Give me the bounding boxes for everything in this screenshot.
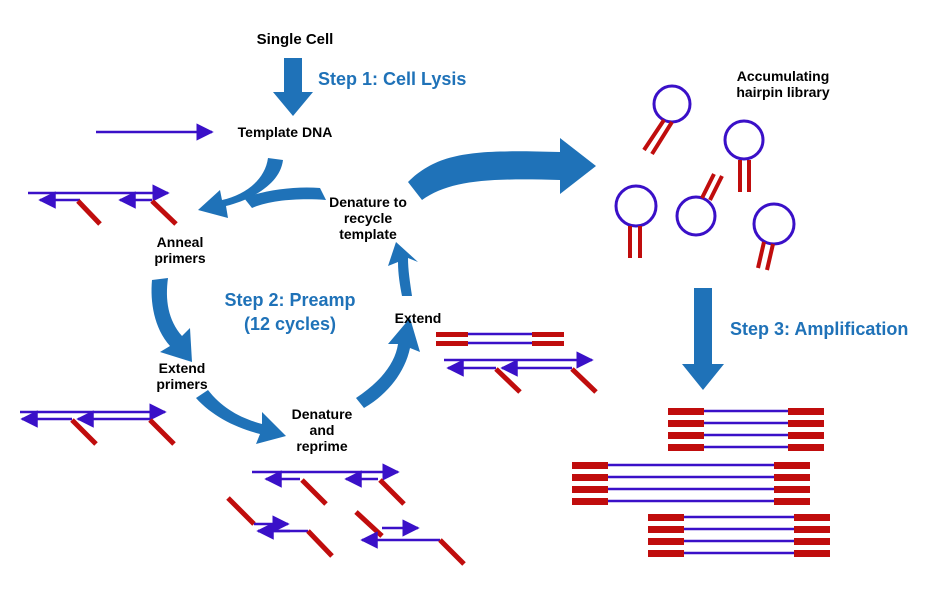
step1-title: Step 1: Cell Lysis [318,69,467,89]
cycle-arrows [151,158,420,444]
accumulating-line-2: hairpin library [736,84,830,100]
step2-title: Step 2: Preamp (12 cycles) [200,288,380,336]
hairpin-2 [723,119,765,192]
step3-title: Step 3: Amplification [730,319,909,339]
hairpin-4 [675,173,724,237]
recycle-to-library-arrow [408,138,596,200]
step2-line-1: Step 2: Preamp [224,290,356,310]
hairpin-1 [642,84,692,156]
denature-reprime-line-3: reprime [296,438,348,454]
label-extend: Extend [394,310,442,326]
reprimed-strands [226,463,466,566]
accumulating-line-1: Accumulating [736,68,830,84]
step3-down-arrow [682,288,724,390]
label-accumulating-hairpin-library: Accumulating hairpin library [718,68,848,100]
amplicons-middle [572,462,810,505]
extended-strands [436,332,598,394]
label-template-dna: Template DNA [237,124,333,140]
denature-reprime-line-1: Denature [291,406,353,422]
extend-primers-line-2: primers [156,376,208,392]
anneal-line-1: Anneal [156,234,204,250]
denature-recycle-line-2: recycle [343,210,393,226]
label-single-cell: Single Cell [256,31,334,48]
hairpin-library [614,84,796,271]
denature-recycle-line-1: Denature to [329,194,407,210]
anneal-line-2: primers [154,250,206,266]
step1-down-arrow [273,58,313,116]
extended-primers-strand [20,403,176,446]
step2-line-2: (12 cycles) [243,314,337,334]
label-denature-reprime: Denature and reprime [280,406,364,454]
amplicons-bottom [648,514,830,557]
denature-recycle-line-3: template [339,226,397,242]
denature-reprime-line-2: and [309,422,335,438]
hairpin-5 [752,202,796,271]
label-denature-recycle: Denature to recycle template [320,194,416,242]
label-extend-primers: Extend primers [142,360,222,392]
amplicons-top [668,408,824,451]
extend-primers-line-1: Extend [158,360,206,376]
annealed-primers-strand [28,184,178,226]
label-anneal-primers: Anneal primers [140,234,220,266]
hairpin-3 [614,184,658,258]
